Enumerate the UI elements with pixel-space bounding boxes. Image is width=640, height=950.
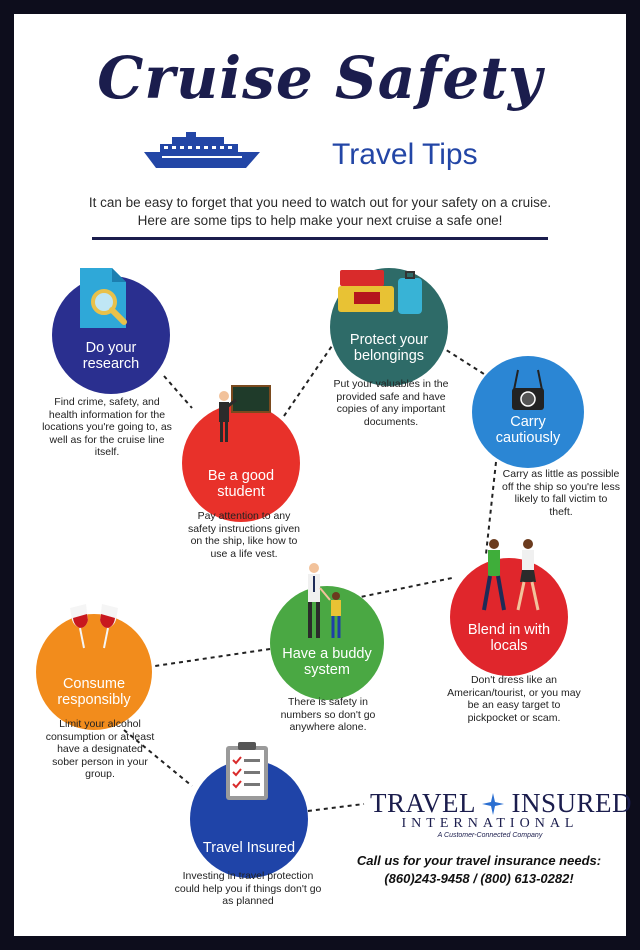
luggage-icon (338, 270, 422, 314)
tip-insured-desc: Investing in travel protection could hel… (174, 870, 322, 907)
wine-glasses-icon (70, 604, 118, 649)
tip-student-desc: Pay attention to any safety instructions… (187, 510, 301, 560)
tip-consume-label: Consume responsibly (57, 676, 131, 708)
tip-consume-circle: Consume responsibly (36, 614, 152, 730)
tip-research-label: Do your research (82, 340, 140, 372)
tip-carry-desc: Carry as little as possible off the ship… (502, 468, 620, 518)
tip-locals-circle: Blend in with locals (450, 558, 568, 676)
intro-text: It can be easy to forget that you need t… (88, 195, 552, 228)
camera-icon (512, 369, 544, 410)
tip-carry-circle: Carry cautiously (472, 356, 584, 468)
tip-locals-desc: Don't dress like an American/tourist, or… (447, 674, 581, 724)
cruise-ship-icon (144, 132, 260, 168)
logo-word-left: TRAVEL (370, 788, 476, 818)
tip-carry-label: Carry cautiously (495, 414, 561, 446)
call-to-action: Call us for your travel insurance needs:… (356, 853, 602, 886)
tip-locals-label: Blend in with locals (467, 622, 551, 654)
tip-consume-desc: Limit your alcohol consumption or at lea… (45, 718, 155, 780)
compass-star-icon (482, 793, 505, 815)
infographic-panel: Cruise Safety Travel Tips It can be easy… (14, 14, 632, 936)
people-walking-icon (482, 539, 540, 611)
page-subtitle: Travel Tips (332, 138, 478, 171)
travel-insured-logo: TRAVEL INSURED INTERNATIONAL A Customer-… (370, 788, 632, 839)
page-title: Cruise Safety (97, 44, 543, 112)
tip-student-label: Be a good student (207, 468, 275, 500)
tip-belongings-desc: Put your valuables in the provided safe … (333, 378, 449, 428)
tip-buddy-desc: There is safety in numbers so don't go a… (280, 696, 376, 733)
tip-buddy-circle: Have a buddy system (270, 586, 384, 700)
logo-subtitle: INTERNATIONAL (401, 816, 579, 831)
tip-buddy-label: Have a buddy system (282, 646, 372, 678)
tip-student-circle: Be a good student (182, 404, 300, 522)
clipboard-checklist-icon (226, 742, 268, 800)
divider (92, 237, 548, 240)
tip-research-desc: Find crime, safety, and health informati… (42, 396, 172, 458)
tip-insured-label: Travel Insured (202, 840, 296, 856)
logo-wordmark: TRAVEL INSURED (370, 788, 632, 819)
document-search-icon (80, 268, 127, 328)
parent-child-icon (308, 563, 341, 638)
logo-word-right: INSURED (511, 788, 633, 818)
dotted-connectors (123, 339, 497, 813)
logo-tagline: A Customer-Connected Company (437, 832, 543, 839)
tip-belongings-label: Protect your belongings (349, 332, 429, 364)
teacher-blackboard-icon (219, 385, 271, 442)
